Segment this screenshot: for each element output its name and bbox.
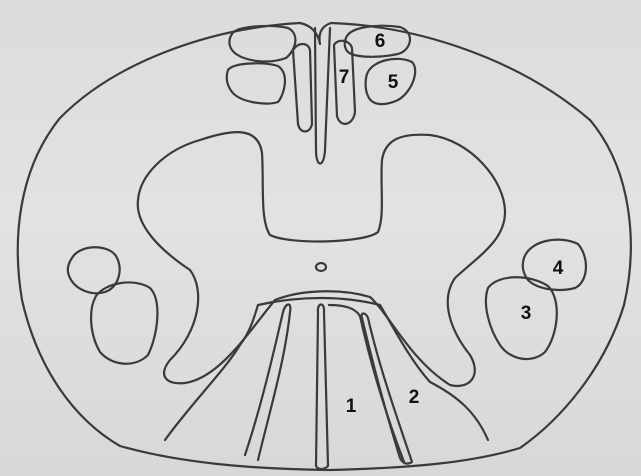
label-tract-3: 3 — [521, 303, 532, 324]
label-tract-6: 6 — [375, 31, 386, 52]
left-dorsal-tract-lower — [227, 63, 285, 103]
label-tract-2: 2 — [409, 387, 420, 408]
grey-matter-outline — [138, 132, 505, 386]
label-tract-5: 5 — [388, 72, 399, 93]
cord-outline — [18, 23, 631, 470]
left-lateral-tract-upper — [68, 247, 120, 293]
tract-septum-2 — [316, 305, 328, 470]
posterior-median-septum — [315, 28, 330, 164]
label-tract-7: 7 — [339, 67, 350, 88]
left-lateral-tract-lower — [91, 282, 157, 363]
central-canal — [316, 263, 326, 271]
left-dorsal-tract-inner — [293, 44, 312, 132]
label-tract-4: 4 — [553, 258, 564, 279]
tract-septum-3 — [362, 314, 412, 464]
label-tract-1: 1 — [346, 396, 357, 417]
